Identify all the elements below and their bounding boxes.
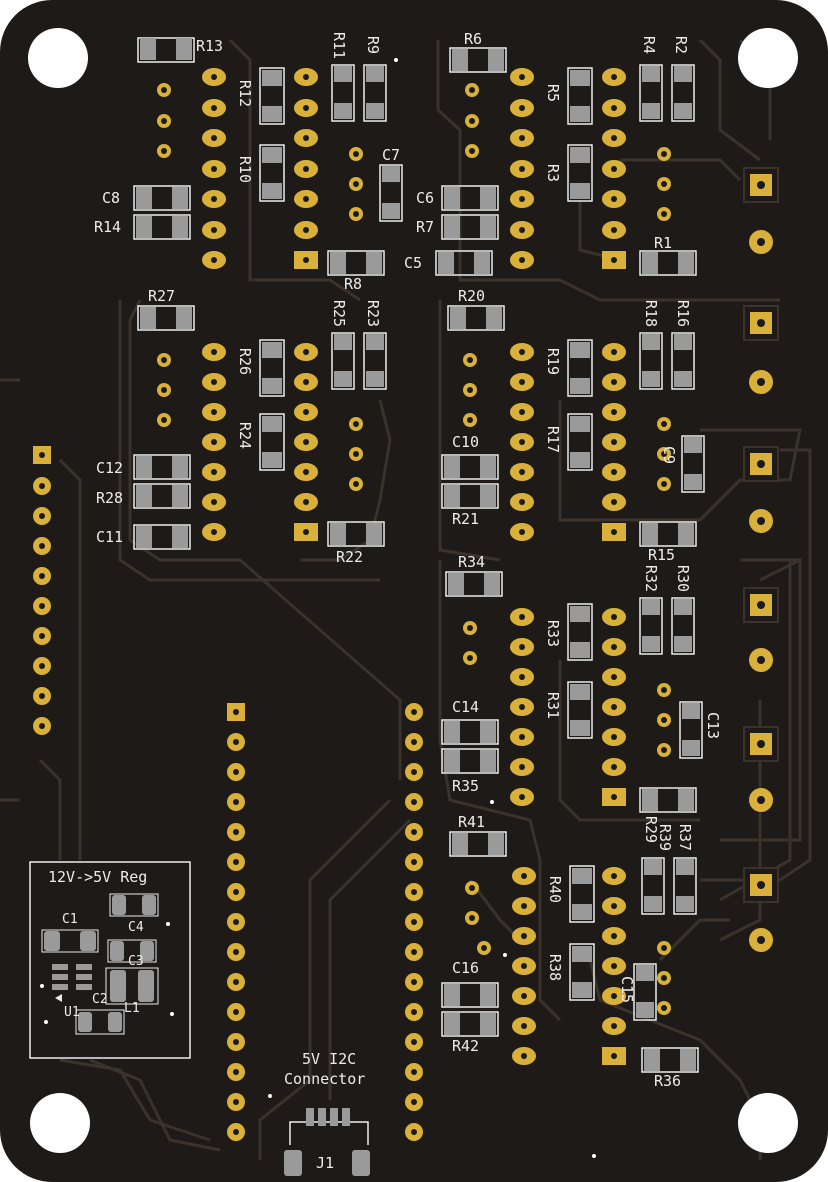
- label-c5: C5: [404, 254, 422, 272]
- resistor-footprint: [137, 37, 195, 63]
- label-r42: R42: [452, 1037, 479, 1055]
- label-reg-title: 12V->5V Reg: [48, 868, 147, 886]
- label-r6: R6: [464, 30, 482, 48]
- block-2: [435, 47, 779, 276]
- label-r8: R8: [344, 275, 362, 293]
- label-r41: R41: [458, 813, 485, 831]
- header-left-10pin: [33, 446, 51, 735]
- label-c3: C3: [128, 954, 144, 969]
- label-r13: R13: [196, 37, 223, 55]
- block-6: [441, 831, 779, 1073]
- label-conn-line1: 5V I2C: [302, 1050, 356, 1068]
- label-r25: R25: [330, 300, 348, 327]
- label-r18: R18: [642, 300, 660, 327]
- label-c8: C8: [102, 189, 120, 207]
- label-r39: R39: [656, 824, 674, 851]
- label-r38: R38: [546, 954, 564, 981]
- label-r26: R26: [236, 348, 254, 375]
- label-r24: R24: [236, 422, 254, 449]
- ic-pins-left: [510, 68, 534, 269]
- label-r23: R23: [364, 300, 382, 327]
- label-c11: C11: [96, 528, 123, 546]
- label-c1: C1: [62, 912, 78, 927]
- label-c15: C15: [618, 976, 636, 1003]
- label-conn-line2: Connector: [284, 1070, 365, 1088]
- label-u1: U1: [64, 1005, 80, 1020]
- block-1: [133, 37, 403, 276]
- label-c2: C2: [92, 992, 108, 1007]
- label-c10: C10: [452, 433, 479, 451]
- label-c12: C12: [96, 459, 123, 477]
- label-r5: R5: [544, 84, 562, 102]
- block-3: [133, 305, 387, 550]
- label-c7: C7: [382, 146, 400, 164]
- label-r36: R36: [654, 1072, 681, 1090]
- mount-hole-top-right: [738, 28, 798, 88]
- label-r22: R22: [336, 548, 363, 566]
- label-r4: R4: [640, 36, 658, 54]
- label-r16: R16: [674, 300, 692, 327]
- ic-pins-right: [294, 68, 318, 269]
- module-header-left: [227, 703, 245, 1141]
- label-r34: R34: [458, 553, 485, 571]
- mount-holes: [28, 28, 798, 1153]
- label-c4: C4: [128, 920, 144, 935]
- label-r33: R33: [544, 620, 562, 647]
- label-l1: L1: [124, 1001, 140, 1016]
- label-j1: J1: [316, 1154, 334, 1172]
- label-c16: C16: [452, 959, 479, 977]
- label-r19: R19: [544, 348, 562, 375]
- label-r20: R20: [458, 287, 485, 305]
- label-r14: R14: [94, 218, 121, 236]
- label-c6: C6: [416, 189, 434, 207]
- mount-hole-bottom-right: [738, 1093, 798, 1153]
- label-r7: R7: [416, 218, 434, 236]
- mount-hole-bottom-left: [30, 1093, 90, 1153]
- label-c13: C13: [704, 712, 722, 739]
- label-r40: R40: [546, 876, 564, 903]
- mount-hole-top-left: [28, 28, 88, 88]
- regulator-section: [29, 861, 191, 1059]
- module-header-right: [405, 703, 423, 1141]
- ic-pins-right: [602, 68, 626, 269]
- block-5: [441, 571, 779, 813]
- label-r12: R12: [236, 80, 254, 107]
- label-r15: R15: [648, 546, 675, 564]
- smd-pad: [140, 38, 156, 60]
- label-r28: R28: [96, 489, 123, 507]
- label-r10: R10: [236, 156, 254, 183]
- label-r35: R35: [452, 777, 479, 795]
- label-r11: R11: [330, 32, 348, 59]
- label-r9: R9: [364, 36, 382, 54]
- label-r30: R30: [674, 565, 692, 592]
- label-r31: R31: [544, 692, 562, 719]
- label-r21: R21: [452, 510, 479, 528]
- smd-pad: [176, 38, 192, 60]
- label-r2: R2: [672, 36, 690, 54]
- label-r27: R27: [148, 287, 175, 305]
- connector-j1: [268, 1094, 596, 1176]
- label-r29: R29: [642, 816, 660, 843]
- label-r17: R17: [544, 426, 562, 453]
- silkscreen-labels: R13 R11 R9 R12 R10 C7 C8 R14 R8 R6 R4 R2…: [48, 30, 722, 1172]
- ic-pins-left: [202, 68, 226, 269]
- label-c9: C9: [660, 446, 678, 464]
- label-r3: R3: [544, 164, 562, 182]
- block-4: [441, 305, 779, 547]
- label-c14: C14: [452, 698, 479, 716]
- label-r1: R1: [654, 234, 672, 252]
- label-r32: R32: [642, 565, 660, 592]
- label-r37: R37: [676, 824, 694, 851]
